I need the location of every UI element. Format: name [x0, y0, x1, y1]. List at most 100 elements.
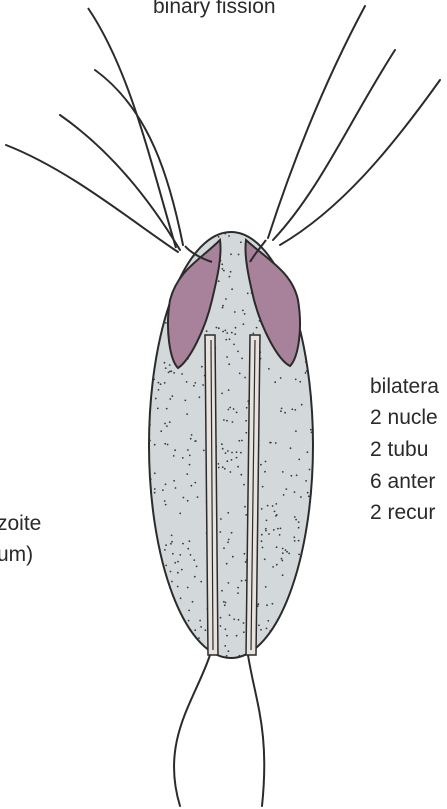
- stipple-dot: [221, 393, 223, 395]
- stipple-dot: [298, 540, 300, 542]
- stipple-dot: [226, 356, 228, 358]
- anterior-flagella-right: [268, 6, 440, 245]
- stipple-dot: [307, 451, 309, 453]
- stipple-dot: [169, 398, 171, 400]
- stipple-dot: [177, 653, 179, 655]
- stipple-dot: [272, 603, 274, 605]
- stipple-dot: [163, 301, 165, 303]
- stipple-dot: [222, 448, 224, 450]
- stipple-dot: [239, 373, 241, 375]
- label-binary-fission: binary fission: [153, 0, 276, 18]
- stipple-dot: [236, 412, 238, 414]
- stipple-dot: [236, 457, 238, 459]
- stipple-dot: [158, 389, 160, 391]
- stipple-dot: [220, 518, 222, 520]
- stipple-dot: [288, 553, 290, 555]
- stipple-dot: [162, 608, 164, 610]
- stipple-dot: [307, 605, 309, 607]
- stipple-dot: [221, 263, 223, 265]
- stipple-dot: [200, 626, 202, 628]
- posterior-flagella: [174, 655, 264, 806]
- stipple-dot: [164, 500, 166, 502]
- stipple-dot: [244, 377, 246, 379]
- stipple-dot: [174, 562, 176, 564]
- stipple-dot: [194, 642, 196, 644]
- stipple-dot: [218, 463, 220, 465]
- stipple-dot: [294, 251, 296, 253]
- stipple-dot: [218, 280, 220, 282]
- stipple-dot: [189, 464, 191, 466]
- stipple-dot: [281, 408, 283, 410]
- stipple-dot: [229, 338, 231, 340]
- stipple-dot: [287, 271, 289, 273]
- stipple-dot: [166, 625, 168, 627]
- stipple-dot: [187, 548, 189, 550]
- stipple-dot: [309, 307, 311, 309]
- stipple-dot: [218, 327, 220, 329]
- stipple-dot: [283, 494, 285, 496]
- stipple-dot: [285, 549, 287, 551]
- stipple-dot: [309, 469, 311, 471]
- stipple-dot: [169, 593, 171, 595]
- stipple-dot: [302, 329, 304, 331]
- stipple-dot: [181, 569, 183, 571]
- stipple-dot: [230, 253, 232, 255]
- stipple-dot: [221, 590, 223, 592]
- stipple-dot: [152, 568, 154, 570]
- stipple-dot: [272, 505, 274, 507]
- flagellum: [248, 655, 264, 806]
- stipple-dot: [282, 548, 284, 550]
- stipple-dot: [310, 429, 312, 431]
- stipple-dot: [298, 574, 300, 576]
- stipple-dot: [149, 440, 151, 442]
- stipple-dot: [164, 382, 166, 384]
- stipple-dot: [309, 652, 311, 654]
- stipple-dot: [165, 504, 167, 506]
- stipple-dot: [223, 547, 225, 549]
- stipple-dot: [241, 358, 243, 360]
- stipple-dot: [173, 455, 175, 457]
- stipple-dot: [194, 654, 196, 656]
- stipple-dot: [256, 327, 258, 329]
- stipple-dot: [306, 312, 308, 314]
- stipple-dot: [182, 457, 184, 459]
- stipple-dot: [169, 616, 171, 618]
- stipple-dot: [175, 487, 177, 489]
- stipple-dot: [297, 276, 299, 278]
- stipple-dot: [257, 603, 259, 605]
- stipple-dot: [284, 412, 286, 414]
- stipple-dot: [162, 607, 164, 609]
- label-left-1: zoite: [0, 512, 41, 535]
- stipple-dot: [311, 238, 313, 240]
- stipple-dot: [307, 276, 309, 278]
- stipple-dot: [305, 232, 307, 234]
- stipple-dot: [232, 556, 234, 558]
- stipple-dot: [243, 622, 245, 624]
- stipple-dot: [285, 261, 287, 263]
- stipple-dot: [190, 554, 192, 556]
- stipple-dot: [153, 297, 155, 299]
- stipple-dot: [154, 492, 156, 494]
- stipple-dot: [231, 452, 233, 454]
- stipple-dot: [171, 541, 173, 543]
- stipple-dot: [150, 650, 152, 652]
- stipple-dot: [294, 516, 296, 518]
- stipple-dot: [170, 543, 172, 545]
- stipple-dot: [181, 373, 183, 375]
- stipple-dot: [230, 471, 232, 473]
- stipple-dot: [287, 639, 289, 641]
- stipple-dot: [164, 423, 166, 425]
- stipple-dot: [236, 451, 238, 453]
- stipple-dot: [290, 447, 292, 449]
- stipple-dot: [258, 232, 260, 234]
- stipple-dot: [164, 549, 166, 551]
- stipple-dot: [275, 442, 277, 444]
- stipple-dot: [300, 496, 302, 498]
- stipple-dot: [171, 581, 173, 583]
- stipple-dot: [226, 420, 228, 422]
- stipple-dot: [240, 474, 242, 476]
- stipple-dot: [150, 478, 152, 480]
- stipple-dot: [296, 474, 298, 476]
- stipple-dot: [264, 558, 266, 560]
- stipple-dot: [260, 629, 262, 631]
